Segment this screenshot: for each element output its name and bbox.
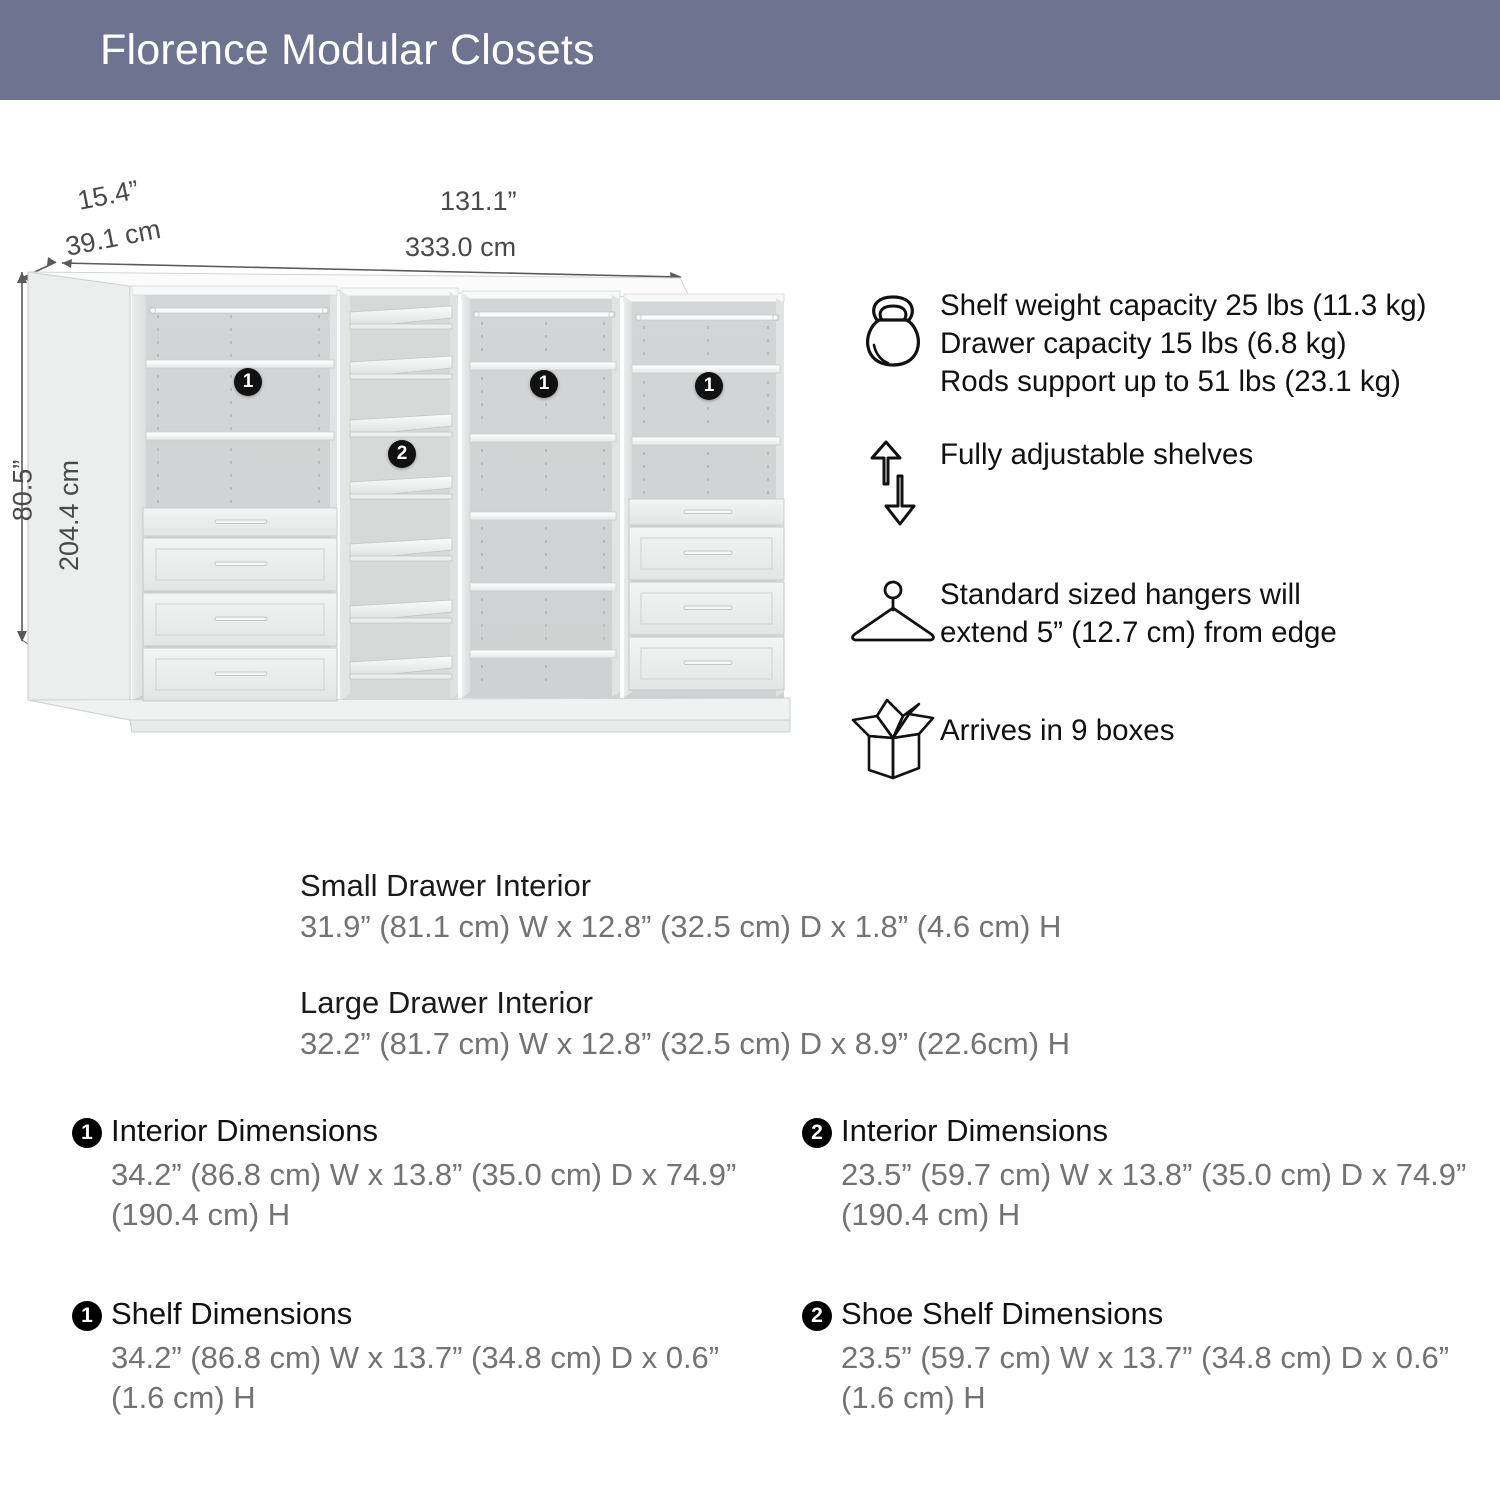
height-label-cm: 204.4 cm — [54, 459, 85, 572]
spec-value-shelf-1: 34.2” (86.8 cm) W x 13.7” (34.8 cm) D x … — [111, 1340, 720, 1416]
spec-title-interior-2: Interior Dimensions — [841, 1113, 1109, 1148]
callout-badge-1-right: 1 — [695, 372, 723, 400]
dimension-arrows — [17, 257, 682, 649]
up-down-arrows-icon — [845, 434, 940, 536]
drawer-interior-specs: Small Drawer Interior 31.9” (81.1 cm) W … — [300, 868, 1300, 1102]
drawer-capacity-line: Drawer capacity 15 lbs (6.8 kg) — [940, 326, 1347, 360]
badge-1-interior: 1 — [72, 1118, 102, 1148]
badge-1-shelf: 1 — [72, 1301, 102, 1332]
boxes-line: Arrives in 9 boxes — [940, 713, 1175, 747]
large-drawer-value: 32.2” (81.7 cm) W x 12.8” (32.5 cm) D x … — [300, 1026, 1071, 1061]
feature-hangers: Standard sized hangers will extend 5” (1… — [845, 574, 1495, 652]
spec-title-interior-1: Interior Dimensions — [111, 1113, 379, 1148]
rod-capacity-line: Rods support up to 51 lbs (23.1 kg) — [940, 364, 1401, 398]
spec-value-interior-2: 23.5” (59.7 cm) W x 13.8” (35.0 cm) D x … — [841, 1156, 1467, 1233]
spec-title-shoe-shelf-2: Shoe Shelf Dimensions — [841, 1296, 1164, 1332]
width-label-inches: 131.1” — [440, 186, 517, 216]
feature-adjustable-shelves-text: Fully adjustable shelves — [940, 434, 1253, 474]
feature-weight-capacity-text: Shelf weight capacity 25 lbs (11.3 kg) D… — [940, 285, 1426, 400]
spec-value-shoe-shelf-2: 23.5” (59.7 cm) W x 13.7” (34.8 cm) D x … — [841, 1340, 1450, 1416]
feature-hangers-text: Standard sized hangers will extend 5” (1… — [940, 574, 1337, 652]
spec-title-shelf-1: Shelf Dimensions — [111, 1296, 353, 1332]
spec-shoe-shelf-dimensions-2: 2 Shoe Shelf Dimensions 23.5” (59.7 cm) … — [802, 1295, 1492, 1418]
feature-weight-capacity: Shelf weight capacity 25 lbs (11.3 kg) D… — [845, 285, 1495, 400]
spec-shelf-dimensions-1: 1 Shelf Dimensions 34.2” (86.8 cm) W x 1… — [72, 1295, 802, 1418]
spec-interior-dimensions-2: 2 Interior Dimensions 23.5” (59.7 cm) W … — [802, 1112, 1492, 1235]
spec-interior-dimensions-1: 1 Interior Dimensions 34.2” (86.8 cm) W … — [72, 1112, 802, 1235]
width-label-cm: 333.0 cm — [405, 232, 517, 262]
open-box-icon — [845, 694, 940, 780]
numbered-dimension-specs: 1 Interior Dimensions 34.2” (86.8 cm) W … — [72, 1112, 1492, 1419]
small-drawer-spec: Small Drawer Interior 31.9” (81.1 cm) W … — [300, 868, 1300, 945]
unit-shoe-tower — [339, 287, 459, 700]
page-title: Florence Modular Closets — [100, 25, 595, 74]
unit-center-wardrobe — [461, 290, 621, 698]
feature-boxes: Arrives in 9 boxes — [845, 694, 1495, 780]
closet-illustration: 1 2 1 1 15.4” 39.1 cm 131.1” 333.0 cm 80… — [0, 100, 830, 780]
hanger-line-1: Standard sized hangers will — [940, 578, 1301, 612]
height-label-inches: 80.5” — [7, 459, 38, 522]
feature-list: Shelf weight capacity 25 lbs (11.3 kg) D… — [845, 285, 1495, 806]
large-drawer-title: Large Drawer Interior — [300, 985, 593, 1020]
unit-left-wardrobe — [131, 285, 338, 702]
adjustable-shelves-line: Fully adjustable shelves — [940, 438, 1254, 472]
hanger-line-2: extend 5” (12.7 cm) from edge — [940, 616, 1337, 649]
spec-value-interior-1: 34.2” (86.8 cm) W x 13.8” (35.0 cm) D x … — [111, 1156, 737, 1233]
unit-right-wardrobe — [623, 293, 785, 698]
callout-badge-2-shoe: 2 — [388, 440, 416, 468]
badge-2-shoe-shelf: 2 — [802, 1301, 832, 1332]
page-header: Florence Modular Closets — [0, 0, 1500, 100]
large-drawer-spec: Large Drawer Interior 32.2” (81.7 cm) W … — [300, 985, 1300, 1062]
callout-badge-1-left: 1 — [234, 368, 262, 396]
kettlebell-icon — [845, 285, 940, 387]
shelf-capacity-line: Shelf weight capacity 25 lbs (11.3 kg) — [940, 289, 1427, 322]
callout-badge-1-center: 1 — [530, 370, 558, 398]
badge-2-interior: 2 — [802, 1118, 832, 1148]
feature-boxes-text: Arrives in 9 boxes — [940, 694, 1174, 750]
closet-render-svg — [17, 257, 791, 733]
small-drawer-value: 31.9” (81.1 cm) W x 12.8” (32.5 cm) D x … — [300, 909, 1062, 944]
small-drawer-title: Small Drawer Interior — [300, 868, 592, 903]
feature-adjustable-shelves: Fully adjustable shelves — [845, 434, 1495, 536]
hanger-icon — [845, 574, 940, 648]
